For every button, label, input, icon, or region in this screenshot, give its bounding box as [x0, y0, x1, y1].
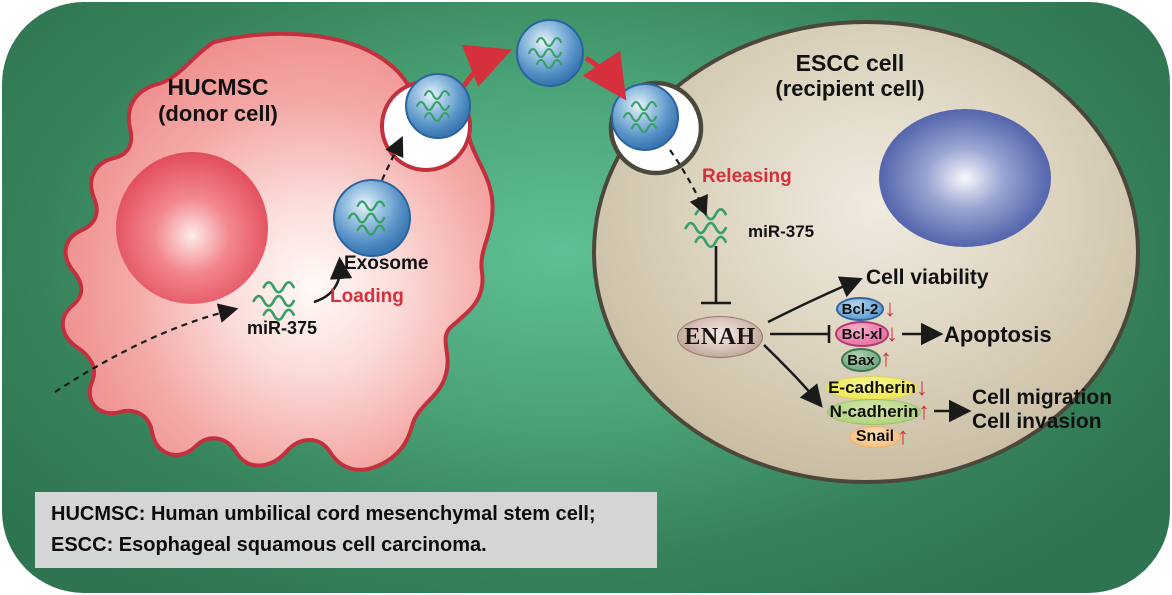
ecadherin-down-arrow: ↓ — [916, 374, 928, 401]
recipient-cell-nucleus — [879, 109, 1051, 247]
exosome-uptaken — [611, 83, 679, 151]
transfer-arrow-left — [461, 44, 512, 88]
gene-pill-bax: Bax — [841, 348, 881, 372]
mirna-label-donor: miR-375 — [247, 318, 318, 338]
recipient-cell-title: ESCC cell — [795, 50, 905, 76]
bclxl-label: Bcl-xl — [841, 325, 883, 343]
mirna-import-arrow — [54, 303, 239, 393]
apoptosis-label: Apoptosis — [944, 322, 1052, 347]
recipient-cell-subtitle: (recipient cell) — [775, 76, 925, 101]
exosome-in-donor — [333, 179, 411, 257]
exosome-label: Exosome — [344, 253, 429, 274]
releasing-label: Releasing — [702, 166, 792, 187]
donor-cell-subtitle: (donor cell) — [158, 101, 278, 126]
exosome-free — [516, 19, 584, 87]
gene-pill-ncadherin: N-cadherin — [827, 399, 921, 425]
enah-label: ENAH — [684, 323, 756, 350]
loading-arrow — [313, 256, 353, 304]
ecadherin-label: E-cadherin — [828, 378, 916, 397]
gene-pill-bclxl: Bcl-xl — [835, 321, 889, 347]
enah-to-emt-arrow — [763, 344, 823, 408]
donor-cell-title: HUCMSC — [167, 74, 269, 100]
loading-label: Loading — [330, 286, 404, 307]
ncadherin-up-arrow: ↑ — [918, 398, 930, 425]
cell-viability-label: Cell viability — [866, 266, 989, 289]
mirna-label-recipient: miR-375 — [748, 222, 815, 241]
gene-pill-snail: Snail — [849, 426, 901, 448]
enah-node: ENAH — [677, 316, 763, 358]
exosome-to-membrane-arrow — [381, 136, 404, 181]
cell-invasion-label: Cell invasion — [972, 410, 1102, 433]
bcl2-down-arrow: ↓ — [884, 295, 896, 322]
bclxl-down-arrow: ↓ — [886, 320, 898, 347]
snail-label: Snail — [855, 428, 895, 445]
mirna-inhibits-enah — [701, 246, 731, 305]
gene-pill-bcl2: Bcl-2 — [836, 297, 884, 321]
exosome-budding — [405, 73, 471, 139]
bcl2-label: Bcl-2 — [841, 300, 879, 318]
bax-up-arrow: ↑ — [880, 345, 892, 372]
transfer-arrow-right — [582, 50, 627, 101]
cell-migration-label: Cell migration — [972, 386, 1113, 409]
donor-cell-nucleus — [116, 152, 268, 304]
legend-line-hucmsc: HUCMSC: Human umbilical cord mesenchymal… — [51, 503, 596, 525]
releasing-arrow — [669, 149, 708, 217]
gene-pill-ecadherin: E-cadherin — [826, 376, 918, 400]
ncadherin-label: N-cadherin — [829, 402, 919, 421]
enah-inhibits-bclxl — [770, 325, 831, 343]
enah-to-viability-arrow — [767, 276, 863, 324]
snail-up-arrow: ↑ — [897, 423, 909, 450]
legend-line-escc: ESCC: Esophageal squamous cell carcinoma… — [51, 534, 487, 556]
abbreviation-legend: HUCMSC: Human umbilical cord mesenchymal… — [35, 492, 657, 568]
bax-label: Bax — [847, 351, 875, 369]
